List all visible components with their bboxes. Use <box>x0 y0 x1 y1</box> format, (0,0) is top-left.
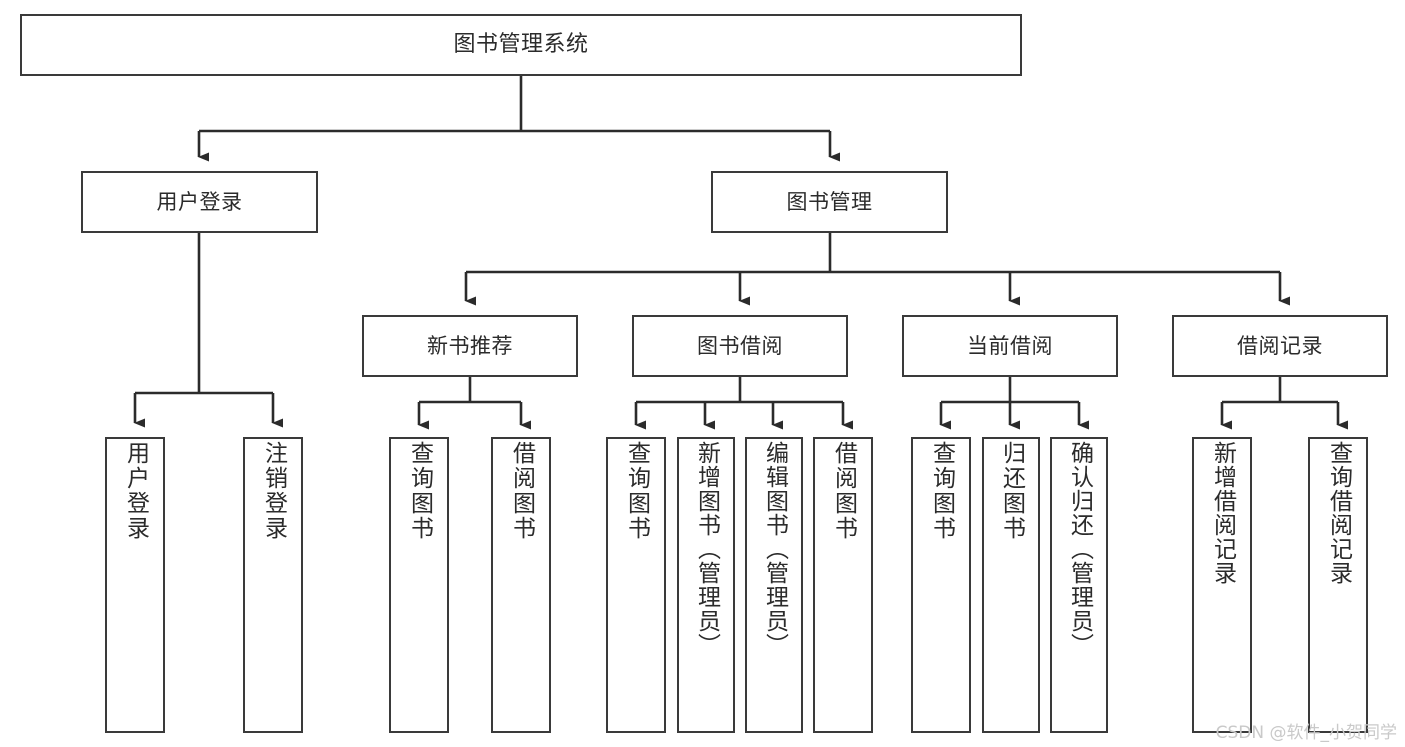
node-current-borrow-label: 当前借阅 <box>967 333 1053 358</box>
leaf-borrow-query-book[interactable]: 查询图书 <box>606 437 666 733</box>
node-book-management[interactable]: 图书管理 <box>711 171 948 233</box>
leaf-borrow-query-book-label: 查询图书 <box>623 441 650 541</box>
node-borrow-record-label: 借阅记录 <box>1237 333 1323 358</box>
leaf-record-query-borrow-record[interactable]: 查询借阅记录 <box>1308 437 1368 733</box>
node-user-login-label: 用户登录 <box>156 189 243 214</box>
node-root-system-label: 图书管理系统 <box>453 32 589 58</box>
leaf-borrow-add-book-admin-label: 新增图书（管理员） <box>693 441 720 657</box>
node-book-management-label: 图书管理 <box>786 189 873 214</box>
node-borrow-record[interactable]: 借阅记录 <box>1172 315 1388 377</box>
csdn-watermark: CSDN @软件_小贺同学 <box>1215 723 1397 743</box>
node-book-borrow[interactable]: 图书借阅 <box>632 315 848 377</box>
edge-group-currentborrow-to-leaves <box>939 377 1089 430</box>
leaf-current-query-book-label: 查询图书 <box>928 441 955 541</box>
edge-group-userlogin-to-leaves <box>133 233 283 428</box>
leaf-user-login-label: 用户登录 <box>122 441 149 541</box>
edge-group-bookborrow-to-leaves <box>634 377 853 430</box>
leaf-recommend-borrow-book[interactable]: 借阅图书 <box>491 437 551 733</box>
node-current-borrow[interactable]: 当前借阅 <box>902 315 1118 377</box>
leaf-record-query-borrow-record-label: 查询借阅记录 <box>1325 441 1352 585</box>
leaf-borrow-add-book-admin[interactable]: 新增图书（管理员） <box>677 437 735 733</box>
leaf-borrow-borrow-book-label: 借阅图书 <box>830 441 857 541</box>
edge-group-bookmgmt-to-level3 <box>464 233 1290 306</box>
leaf-current-confirm-return-admin[interactable]: 确认归还（管理员） <box>1050 437 1108 733</box>
leaf-recommend-query-book[interactable]: 查询图书 <box>389 437 449 733</box>
leaf-borrow-edit-book-admin[interactable]: 编辑图书（管理员） <box>745 437 803 733</box>
edge-group-root-to-level2 <box>197 76 840 162</box>
node-root-system[interactable]: 图书管理系统 <box>20 14 1022 76</box>
leaf-borrow-borrow-book[interactable]: 借阅图书 <box>813 437 873 733</box>
leaf-logout[interactable]: 注销登录 <box>243 437 303 733</box>
leaf-borrow-edit-book-admin-label: 编辑图书（管理员） <box>761 441 788 657</box>
leaf-current-confirm-return-admin-label: 确认归还（管理员） <box>1066 441 1093 657</box>
leaf-record-add-borrow-record-label: 新增借阅记录 <box>1209 441 1236 585</box>
leaf-recommend-query-book-label: 查询图书 <box>406 441 433 541</box>
node-new-book-recommend-label: 新书推荐 <box>427 333 513 358</box>
leaf-record-add-borrow-record[interactable]: 新增借阅记录 <box>1192 437 1252 733</box>
node-user-login[interactable]: 用户登录 <box>81 171 318 233</box>
leaf-recommend-borrow-book-label: 借阅图书 <box>508 441 535 541</box>
node-new-book-recommend[interactable]: 新书推荐 <box>362 315 578 377</box>
leaf-user-login[interactable]: 用户登录 <box>105 437 165 733</box>
edge-group-newbook-to-leaves <box>417 377 531 430</box>
edge-group-borrowrecord-to-leaves <box>1220 377 1348 430</box>
leaf-current-return-book[interactable]: 归还图书 <box>982 437 1040 733</box>
leaf-current-query-book[interactable]: 查询图书 <box>911 437 971 733</box>
leaf-current-return-book-label: 归还图书 <box>998 441 1025 541</box>
node-book-borrow-label: 图书借阅 <box>697 333 783 358</box>
leaf-logout-label: 注销登录 <box>260 441 287 541</box>
